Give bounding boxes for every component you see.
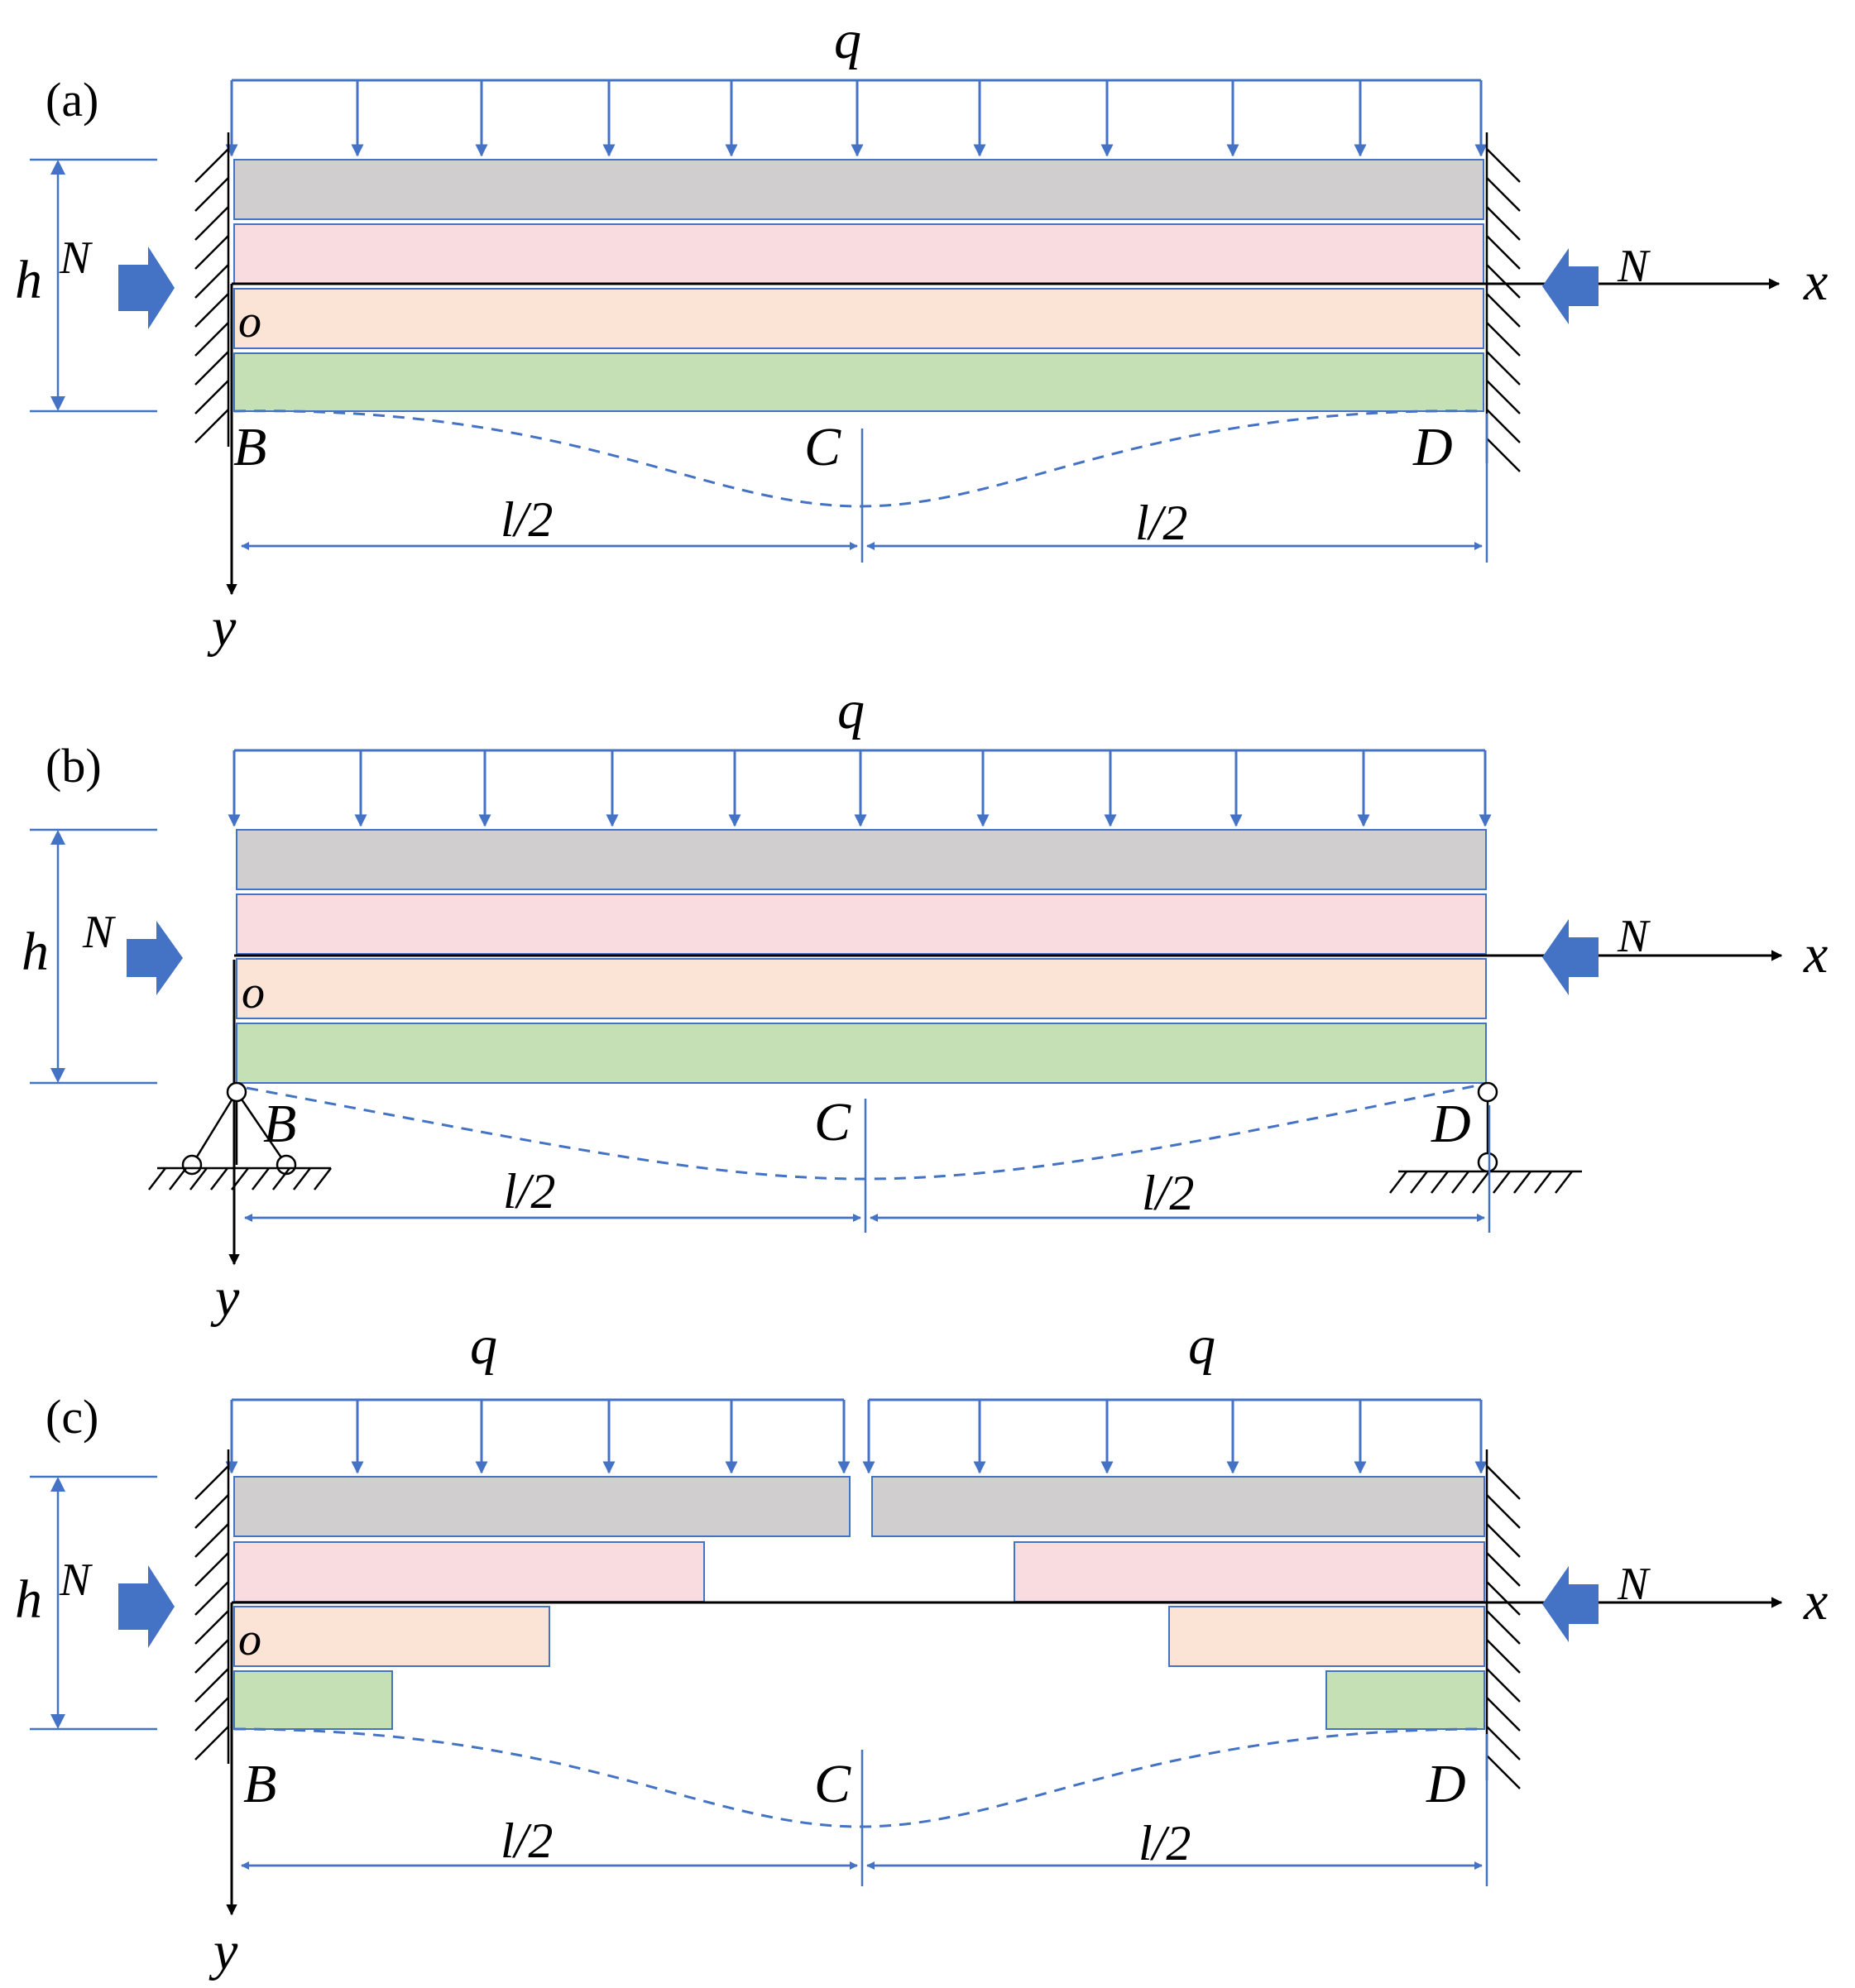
panel-b-half-span-left: l/2 — [503, 1164, 555, 1219]
panel-a-force-left-arrow — [118, 247, 175, 329]
panel-c-deflection-curve — [233, 1727, 1484, 1828]
panel-b-force-right-label: N — [1617, 911, 1651, 962]
panel-a-height-label: h — [15, 250, 42, 310]
panel-b-force-left-label: N — [82, 907, 116, 958]
panel-b-force-right-arrow — [1542, 919, 1599, 995]
panel-c-half-span-left: l/2 — [501, 1813, 553, 1868]
panel-c-point-c: C — [814, 1754, 851, 1814]
panel-b-beam-layers — [236, 829, 1487, 1084]
panel-a-label: (a) — [46, 73, 98, 127]
panel-c-load-label-left: q — [470, 1315, 497, 1376]
panel-c-half-span-right: l/2 — [1138, 1816, 1191, 1871]
panel-c-distributed-load-right — [862, 1398, 1488, 1474]
panel-c-beam-layers-right — [871, 1476, 1485, 1730]
panel-a-deflection-curve — [233, 410, 1484, 508]
panel-b: (b) q h N — [22, 680, 1828, 1328]
panel-a-origin-label: o — [238, 296, 261, 347]
panel-a-point-b: B — [233, 417, 266, 477]
panel-b-point-c: C — [814, 1092, 851, 1152]
panel-b-span-dimension — [244, 1105, 1491, 1233]
panel-a-half-span-left: l/2 — [501, 492, 553, 547]
panel-c-height-label: h — [15, 1569, 42, 1630]
panel-a: (a) q h N — [15, 10, 1828, 658]
panel-b-x-axis-label: x — [1803, 924, 1828, 984]
panel-c-height-dimension — [30, 1475, 157, 1731]
panel-b-distributed-load — [228, 749, 1492, 827]
panel-a-distributed-load — [225, 79, 1488, 157]
panel-c-beam-layers-left — [233, 1476, 851, 1730]
panel-c-force-left-label: N — [59, 1554, 93, 1606]
panel-a-force-left-label: N — [59, 232, 93, 284]
panel-c-origin-label: o — [238, 1614, 261, 1665]
panel-b-half-span-right: l/2 — [1142, 1166, 1194, 1220]
panel-c-load-label-right: q — [1188, 1315, 1215, 1376]
panel-b-pin-support — [148, 1081, 332, 1190]
panel-b-load-label: q — [837, 680, 865, 740]
panel-a-load-label: q — [834, 10, 861, 70]
panel-a-x-axis-label: x — [1803, 251, 1828, 312]
panel-c-y-axis-label: y — [209, 1921, 238, 1981]
panel-a-beam-layers — [233, 159, 1484, 412]
panel-c-label: (c) — [46, 1390, 98, 1444]
panel-c-point-d: D — [1426, 1754, 1466, 1814]
panel-c-point-b: B — [243, 1754, 276, 1814]
panel-a-height-dimension — [30, 158, 157, 413]
panel-c: (c) q q h N — [15, 1315, 1828, 1981]
panel-c-right-clamp — [1485, 1449, 1521, 1789]
panel-c-force-right-arrow — [1542, 1566, 1599, 1642]
panel-c-span-dimension — [241, 1734, 1488, 1886]
panel-a-half-span-right: l/2 — [1135, 496, 1187, 550]
panel-b-force-left-arrow — [127, 921, 183, 995]
panel-a-point-c: C — [804, 417, 841, 477]
panel-b-deflection-curve — [246, 1084, 1479, 1181]
panel-b-origin-label: o — [242, 967, 265, 1018]
panel-b-label: (b) — [46, 739, 102, 793]
panel-b-roller-support — [1389, 1081, 1582, 1194]
panel-a-right-clamp — [1485, 132, 1521, 472]
panel-c-distributed-load-left — [225, 1398, 851, 1474]
panel-a-point-d: D — [1412, 417, 1453, 477]
panel-b-height-label: h — [22, 922, 49, 982]
panel-a-span-dimension — [241, 414, 1488, 563]
panel-a-force-right-arrow — [1542, 248, 1599, 324]
panel-c-left-clamp — [194, 1449, 230, 1764]
panel-a-left-clamp — [194, 132, 230, 447]
panel-a-force-right-label: N — [1617, 241, 1651, 292]
panel-b-height-dimension — [30, 828, 157, 1085]
panel-b-point-b: B — [263, 1094, 296, 1154]
panel-c-x-axis-label: x — [1803, 1571, 1828, 1631]
panel-c-force-right-label: N — [1617, 1559, 1651, 1610]
panel-b-y-axis-label: y — [210, 1267, 240, 1328]
panel-b-point-d: D — [1431, 1094, 1471, 1154]
panel-c-force-left-arrow — [118, 1565, 175, 1648]
panel-a-y-axis-label: y — [207, 597, 237, 658]
